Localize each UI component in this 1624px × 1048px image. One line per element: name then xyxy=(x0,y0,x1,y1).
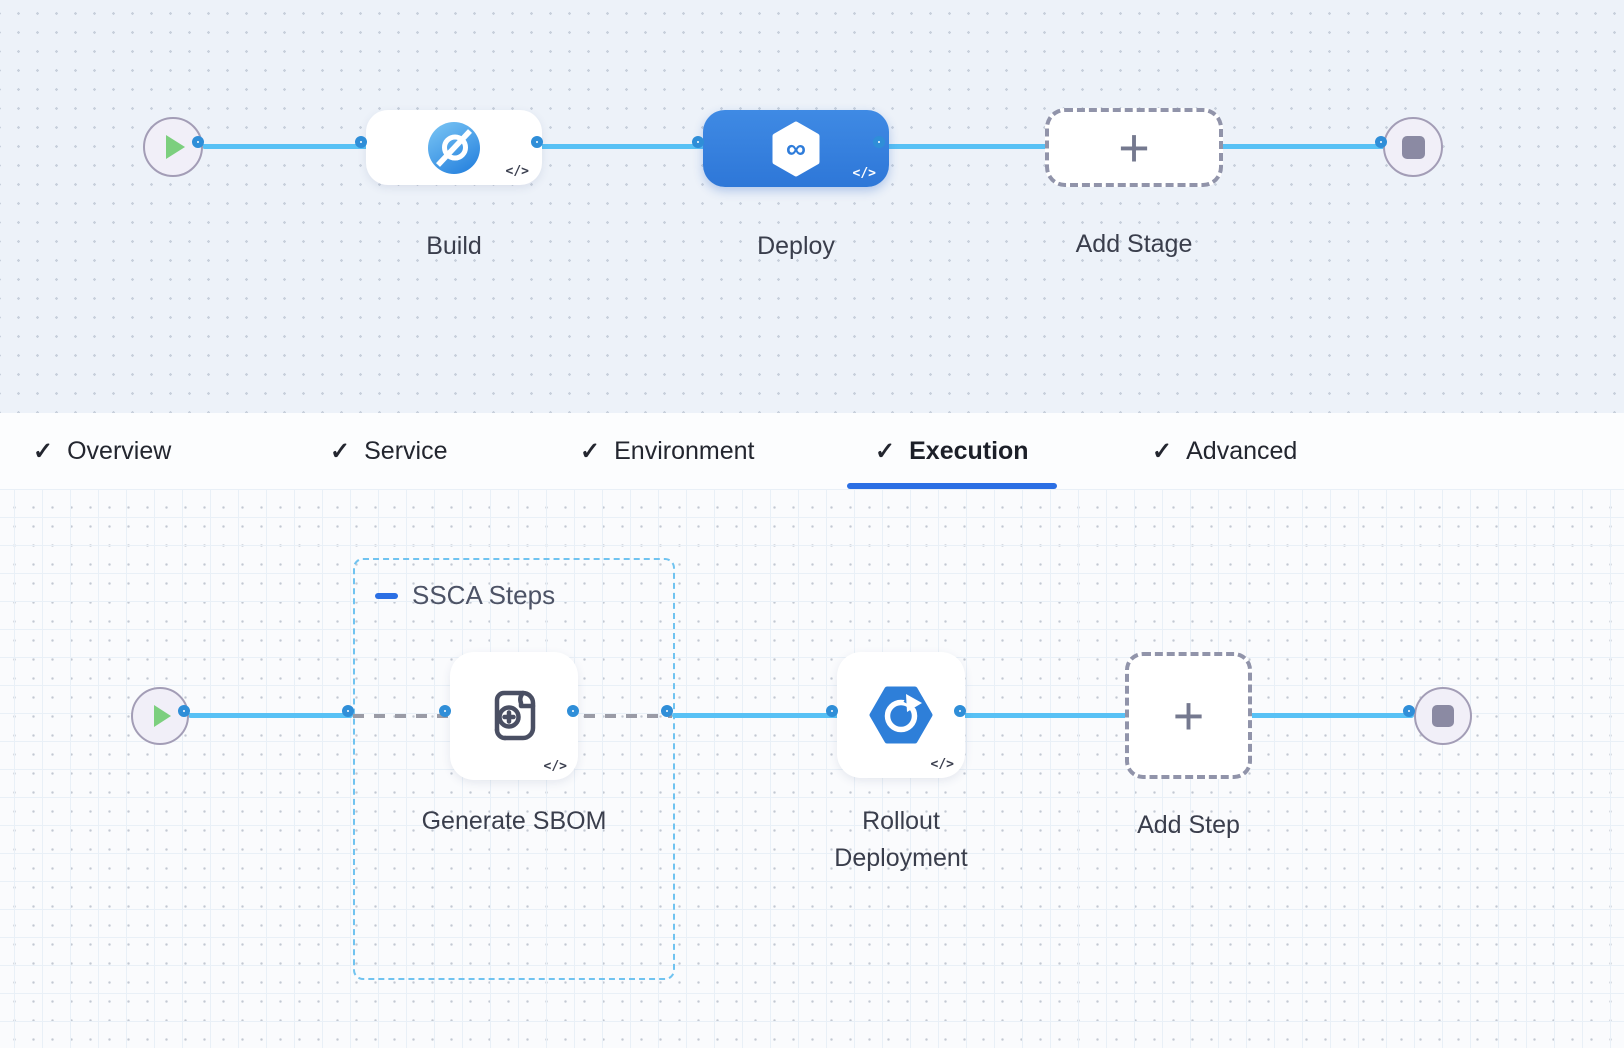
active-tab-underline xyxy=(847,483,1057,489)
connection-point[interactable] xyxy=(692,136,704,148)
ci-build-icon xyxy=(428,121,480,174)
step-node-generate-sbom[interactable]: </> xyxy=(450,652,578,780)
plus-icon: + xyxy=(1172,685,1205,746)
svg-text:∞: ∞ xyxy=(786,133,806,164)
pipeline-canvas[interactable]: </> Build ∞ </> Deploy + Add Stage xyxy=(0,0,1624,413)
execution-connector-line xyxy=(188,713,353,718)
code-icon[interactable]: </> xyxy=(543,759,567,774)
step-label-generate-sbom: Generate SBOM xyxy=(421,807,607,835)
connection-point[interactable] xyxy=(342,705,354,717)
collapse-group-icon[interactable] xyxy=(375,593,398,599)
connection-point[interactable] xyxy=(826,705,838,717)
stage-node-deploy[interactable]: ∞ </> xyxy=(703,110,889,187)
connection-point[interactable] xyxy=(661,705,673,717)
step-node-rollout-deployment[interactable]: </> xyxy=(837,652,965,778)
connection-point[interactable] xyxy=(439,705,451,717)
check-icon: ✓ xyxy=(33,437,54,465)
code-icon[interactable]: </> xyxy=(505,164,529,179)
execution-connector-line xyxy=(672,713,1414,718)
stop-icon xyxy=(1432,705,1454,727)
add-stage-button[interactable]: + xyxy=(1045,108,1223,187)
play-icon xyxy=(166,135,185,159)
connection-point[interactable] xyxy=(567,705,579,717)
connection-point[interactable] xyxy=(192,136,204,148)
connection-point[interactable] xyxy=(873,136,885,148)
pipeline-start-node[interactable] xyxy=(143,117,203,177)
connection-point[interactable] xyxy=(178,705,190,717)
tab-environment[interactable]: ✓ Environment xyxy=(580,436,755,465)
code-icon[interactable]: </> xyxy=(852,166,876,181)
connection-point[interactable] xyxy=(1375,136,1387,148)
step-label-add-step: Add Step xyxy=(1137,811,1240,839)
execution-canvas[interactable]: SSCA Steps </> Generate SBOM xyxy=(0,489,1624,1048)
plus-icon: + xyxy=(1118,117,1150,178)
ssca-steps-group[interactable] xyxy=(353,558,675,980)
connection-point[interactable] xyxy=(954,705,966,717)
add-step-button[interactable]: + xyxy=(1125,652,1252,779)
ssca-steps-group-label: SSCA Steps xyxy=(412,580,556,610)
code-icon[interactable]: </> xyxy=(930,757,954,772)
step-label-rollout-deployment: Rollout Deployment xyxy=(834,807,968,872)
check-icon: ✓ xyxy=(580,437,601,465)
execution-start-node[interactable] xyxy=(131,687,189,745)
tab-overview[interactable]: ✓ Overview xyxy=(33,436,172,465)
stage-label-build: Build xyxy=(426,232,482,260)
pipeline-end-node[interactable] xyxy=(1383,117,1443,177)
stage-label-add-stage: Add Stage xyxy=(1075,230,1193,258)
check-icon: ✓ xyxy=(330,437,351,465)
stage-label-deploy: Deploy xyxy=(757,232,835,260)
check-icon: ✓ xyxy=(1152,437,1173,465)
rollout-hexagon-icon xyxy=(869,686,933,744)
check-icon: ✓ xyxy=(875,437,896,465)
stop-icon xyxy=(1401,135,1425,159)
cd-hexagon-infinity-icon: ∞ xyxy=(772,121,820,176)
stage-config-tabbar: ✓ Overview ✓ Service ✓ Environment ✓ Exe… xyxy=(0,413,1624,489)
tab-service[interactable]: ✓ Service xyxy=(330,436,448,465)
tab-advanced[interactable]: ✓ Advanced xyxy=(1152,436,1298,465)
connection-point[interactable] xyxy=(531,136,543,148)
play-icon xyxy=(153,705,171,727)
connection-point[interactable] xyxy=(355,136,367,148)
stage-node-build[interactable]: </> xyxy=(366,110,542,185)
tab-execution[interactable]: ✓ Execution xyxy=(847,413,1057,489)
connection-point[interactable] xyxy=(1403,705,1415,717)
execution-end-node[interactable] xyxy=(1414,687,1472,745)
sbom-scroll-icon xyxy=(494,690,536,741)
